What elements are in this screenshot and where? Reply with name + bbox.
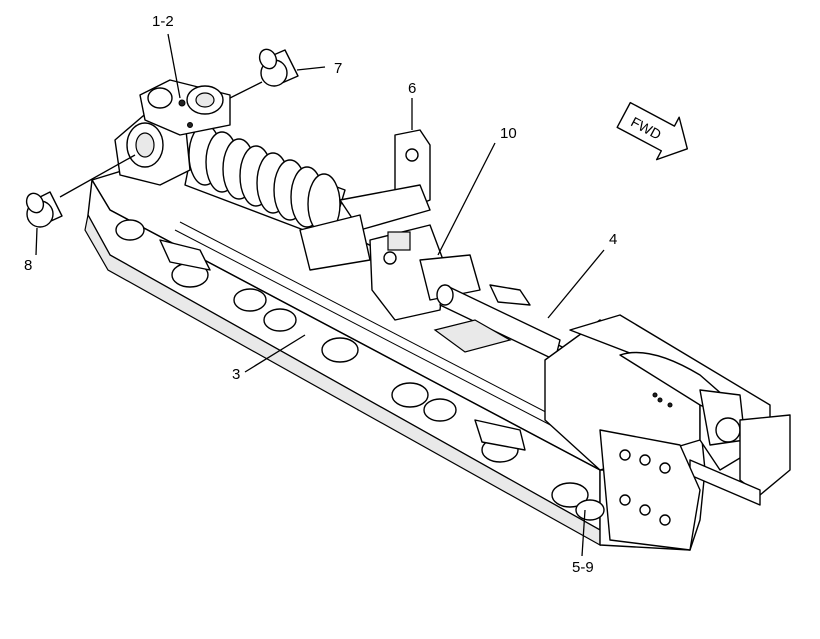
callout-6: 6 — [408, 80, 416, 97]
callout-8: 8 — [24, 257, 32, 274]
callout-4: 4 — [609, 231, 617, 248]
callout-10: 10 — [500, 125, 517, 142]
center-bracket — [299, 214, 481, 321]
track-rollers — [115, 219, 605, 521]
front-bolt-plate — [599, 429, 701, 551]
callout-1-2: 1-2 — [152, 13, 174, 30]
callout-5-9: 5-9 — [572, 559, 594, 576]
idler-rod — [433, 284, 561, 361]
forward-direction-arrow: FWD — [616, 101, 689, 161]
roller-guards — [159, 239, 526, 451]
bushing-part-7 — [258, 48, 299, 87]
rear-pivot-housing — [114, 79, 231, 186]
callout-3: 3 — [232, 366, 240, 383]
upright-bracket — [339, 129, 431, 231]
recoil-spring — [184, 124, 346, 241]
callout-7: 7 — [334, 60, 342, 77]
bushing-part-8 — [25, 191, 63, 228]
leader-lines — [35, 33, 605, 557]
callout-labels: 1-2 7 6 10 4 8 3 5-9 — [24, 13, 617, 576]
front-idler-yoke — [544, 314, 791, 506]
